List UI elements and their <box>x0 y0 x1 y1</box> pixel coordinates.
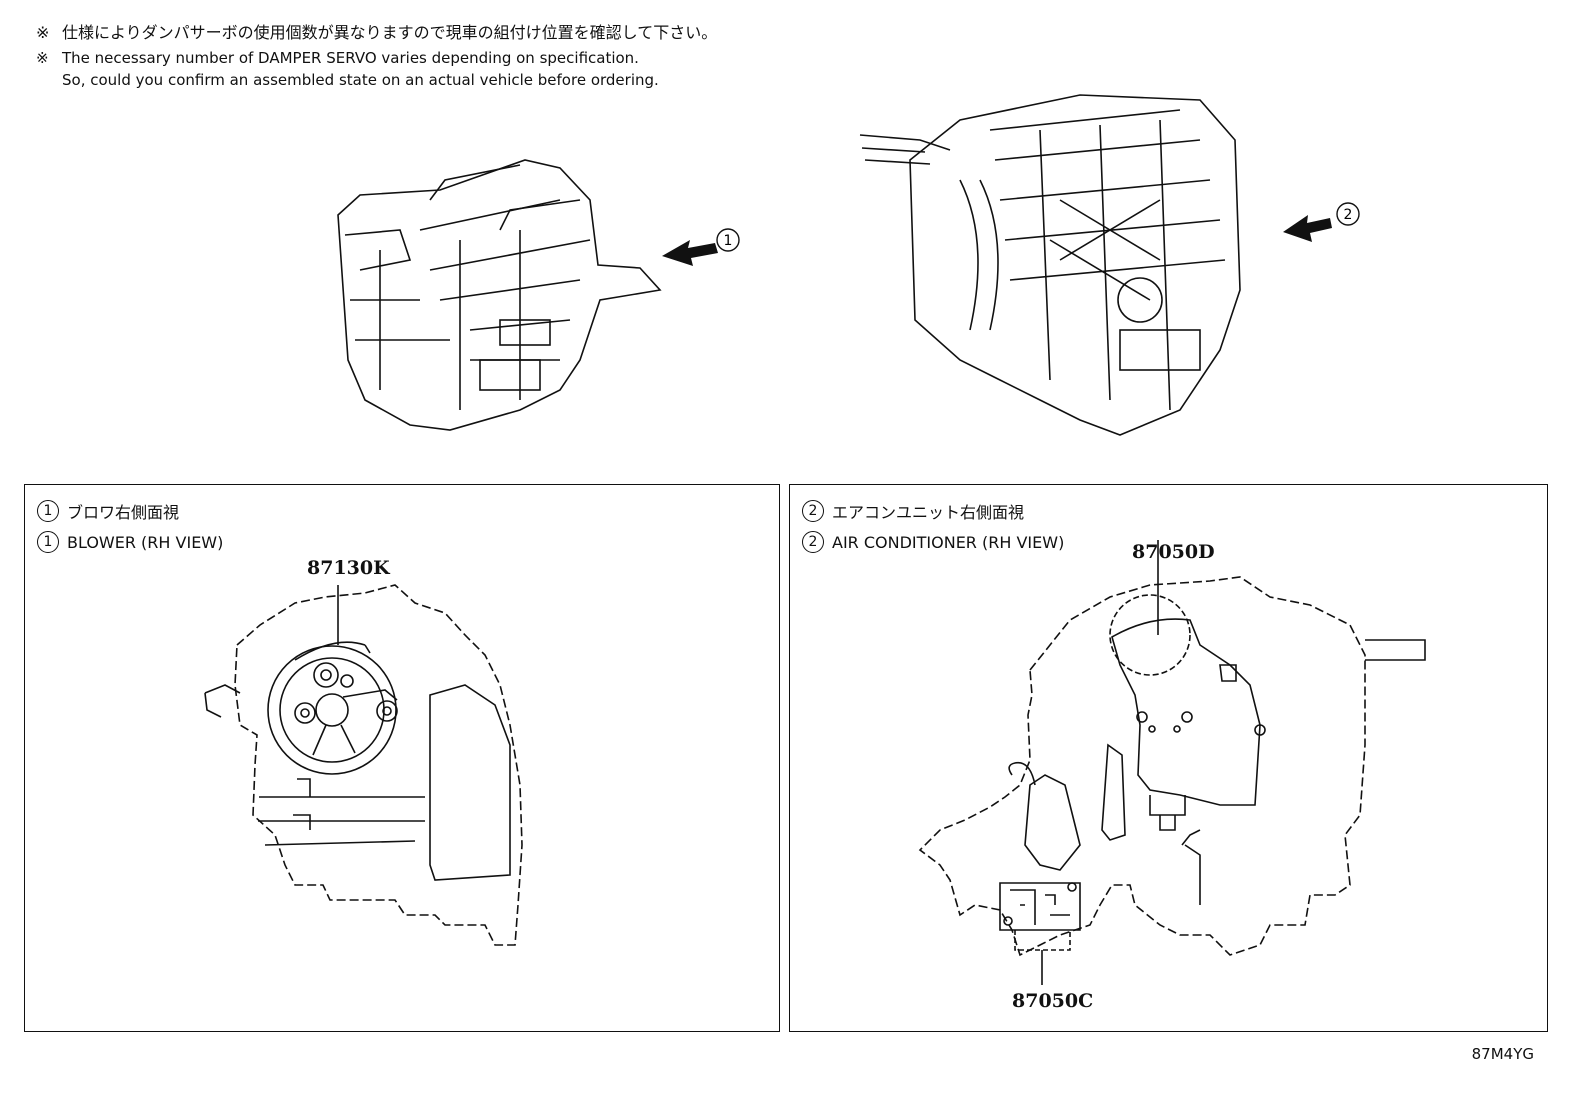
panel-1-index-circle-en: 1 <box>37 531 59 553</box>
panel-2-label-jp: 2 エアコンユニット右側面視 <box>802 499 1024 523</box>
note-japanese: ※ 仕様によりダンパサーボの使用個数が異なりますので現車の組付け位置を確認して下さ… <box>36 22 717 44</box>
blower-diagram <box>204 584 523 946</box>
panel-1-index-circle: 1 <box>37 500 59 522</box>
callout-label-2: 2 <box>1344 207 1353 223</box>
panel-2-title-en: AIR CONDITIONER (RH VIEW) <box>832 532 1065 552</box>
note-english-line1-text: The necessary number of DAMPER SERVO var… <box>62 49 639 67</box>
reference-mark: ※ <box>36 49 49 67</box>
panel-2-title-jp: エアコンユニット右側面視 <box>832 503 1025 522</box>
part-number-87130k[interactable]: 87130K <box>307 557 390 579</box>
panel-2-index-circle-en: 2 <box>802 531 824 553</box>
reference-mark: ※ <box>36 23 50 42</box>
air-conditioner-diagram <box>918 540 1426 985</box>
part-number-87050c[interactable]: 87050C <box>1012 990 1094 1012</box>
panel-1-label-jp: 1 ブロワ右側面視 <box>37 499 179 523</box>
diagram-code: 87M4YG <box>1471 1045 1534 1063</box>
note-english-line2-text: So, could you confirm an assembled state… <box>62 71 659 89</box>
blower-rh-view-panel: 1 ブロワ右側面視 1 BLOWER (RH VIEW) 87130K <box>24 484 780 1032</box>
panel-1-title-jp: ブロワ右側面視 <box>67 503 180 522</box>
panel-1-label-en: 1 BLOWER (RH VIEW) <box>37 531 223 553</box>
overview-drawings: 1 2 <box>337 94 1360 436</box>
callout-label-1: 1 <box>724 233 733 249</box>
air-conditioner-rh-view-panel: 2 エアコンユニット右側面視 2 AIR CONDITIONER (RH VIE… <box>789 484 1548 1032</box>
blower-unit-drawing <box>337 159 662 431</box>
callout-arrow-1: 1 <box>662 228 740 266</box>
part-number-87050d[interactable]: 87050D <box>1132 541 1215 563</box>
panel-1-title-en: BLOWER (RH VIEW) <box>67 532 224 552</box>
panel-2-index-circle: 2 <box>802 500 824 522</box>
note-english-line2: So, could you confirm an assembled state… <box>36 69 659 91</box>
callout-arrow-2: 2 <box>1283 202 1360 242</box>
panel-2-label-en: 2 AIR CONDITIONER (RH VIEW) <box>802 531 1064 553</box>
air-conditioner-unit-drawing <box>859 94 1241 436</box>
note-english-line1: ※ The necessary number of DAMPER SERVO va… <box>36 47 639 69</box>
note-japanese-text: 仕様によりダンパサーボの使用個数が異なりますので現車の組付け位置を確認して下さい… <box>62 23 718 42</box>
